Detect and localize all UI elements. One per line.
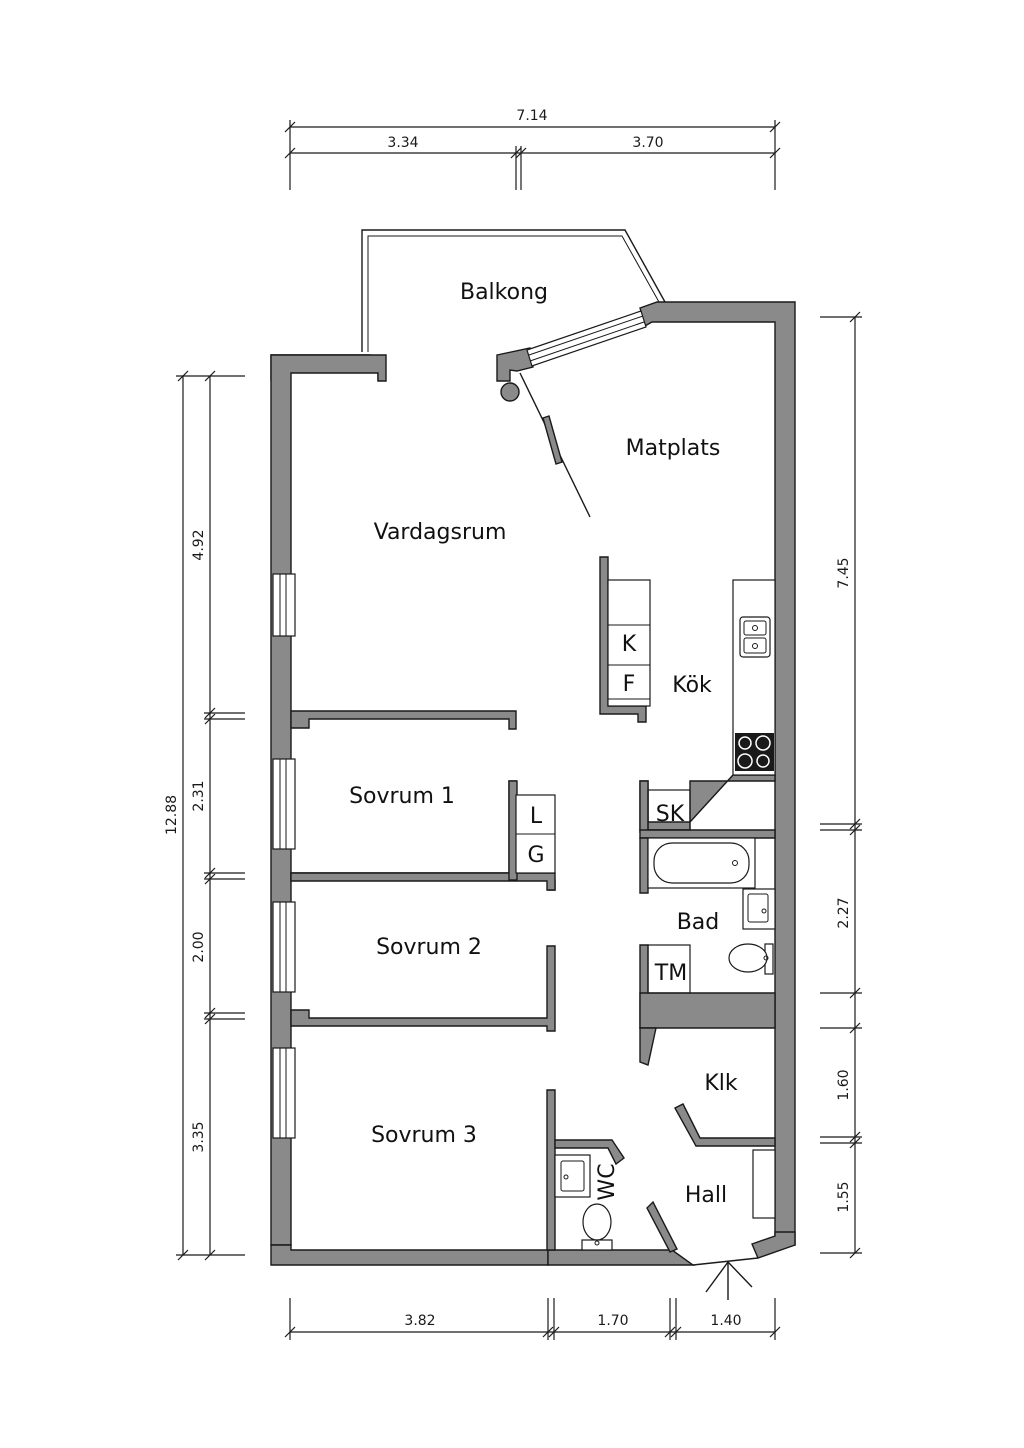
window [272, 901, 296, 993]
label-sovrum-3: Sovrum 3 [371, 1123, 477, 1148]
window [272, 573, 296, 637]
label-balkong: Balkong [460, 280, 548, 305]
dim-right-3: 1.60 [836, 1069, 852, 1100]
label-kok: Kök [672, 673, 712, 698]
fixture-labels: K F L G SK TM [527, 632, 687, 986]
left-windows [272, 573, 296, 1139]
sink-icon [739, 616, 771, 658]
toilet-icon [728, 943, 774, 975]
dim-left-4: 3.35 [191, 1121, 207, 1152]
dim-left-1: 4.92 [191, 529, 207, 560]
kitchen-fixtures [607, 579, 776, 776]
window [272, 758, 296, 850]
hall-fixtures [692, 1149, 776, 1266]
toilet-icon [581, 1203, 613, 1251]
balcony-door [500, 310, 647, 518]
label-sovrum-2: Sovrum 2 [376, 935, 482, 960]
dim-bottom-2: 1.70 [597, 1313, 628, 1329]
window [272, 1047, 296, 1139]
bathtub-icon [647, 837, 756, 889]
balcony [361, 229, 666, 352]
label-wc: WC [595, 1163, 620, 1200]
stove-icon [735, 733, 774, 771]
dim-right-4: 1.55 [836, 1181, 852, 1212]
dim-top-right: 3.70 [632, 135, 663, 151]
label-matplats: Matplats [626, 436, 721, 461]
washbasin-icon [742, 888, 776, 930]
dim-top-total: 7.14 [516, 108, 547, 124]
washer-box [647, 944, 691, 994]
dim-left-3: 2.00 [191, 931, 207, 962]
label-vardagsrum: Vardagsrum [374, 520, 507, 545]
dim-right-2: 2.27 [836, 897, 852, 928]
label-l: L [530, 804, 543, 829]
label-klk: Klk [704, 1071, 738, 1096]
label-bad: Bad [677, 910, 720, 935]
dim-bottom-3: 1.40 [710, 1313, 741, 1329]
dimension-lines [176, 120, 862, 1340]
label-f: F [623, 672, 636, 697]
dim-right-1: 7.45 [836, 557, 852, 588]
label-tm: TM [654, 961, 687, 986]
label-k: K [622, 632, 637, 657]
closets [515, 794, 556, 874]
dim-left-2: 2.31 [191, 780, 207, 811]
label-sovrum-1: Sovrum 1 [349, 784, 455, 809]
dim-left-total: 12.88 [164, 795, 180, 835]
entrance-arrow-icon [705, 1261, 753, 1300]
bathroom-fixtures [647, 837, 776, 994]
label-g: G [527, 843, 544, 868]
interior-walls [290, 556, 776, 1253]
room-labels: Balkong Matplats Vardagsrum Kök Sovrum 1… [349, 280, 738, 1208]
dim-top-left: 3.34 [387, 135, 418, 151]
dimension-labels: 7.14 3.34 3.70 12.88 4.92 2.31 2.00 3.35… [164, 108, 852, 1329]
dim-bottom-1: 3.82 [404, 1313, 435, 1329]
washbasin-icon [554, 1154, 591, 1198]
wc-fixtures [554, 1154, 613, 1251]
label-sk: SK [656, 802, 685, 827]
label-hall: Hall [685, 1183, 727, 1208]
